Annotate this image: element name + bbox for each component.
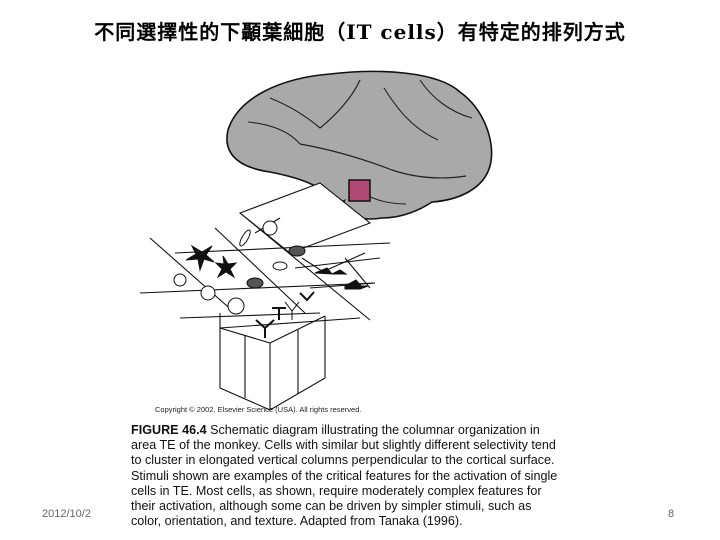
caption-line-3: to cluster in elongated vertical columns… xyxy=(131,453,555,468)
brain-column-figure xyxy=(139,70,493,411)
shape-stimulus-1 xyxy=(314,267,348,275)
caption-line-7: color, orientation, and texture. Adapted… xyxy=(131,514,463,529)
face-stimulus-2 xyxy=(200,285,216,301)
face-stimulus-3 xyxy=(227,297,245,315)
oval-stimulus-4 xyxy=(246,277,264,289)
t-stimulus xyxy=(272,307,286,320)
oval-stimulus-2 xyxy=(272,261,288,271)
caption-figure-label: FIGURE 46.4 xyxy=(131,423,207,437)
slide-title: 不同選擇性的下顳葉細胞（IT cells）有特定的排列方式 xyxy=(94,20,626,44)
slide-date: 2012/10/2 xyxy=(42,508,91,520)
shape-stimulus-2 xyxy=(344,279,369,290)
te-area-highlight xyxy=(348,179,371,202)
caption-line-2: area TE of the monkey. Cells with simila… xyxy=(131,438,556,453)
figure-caption: FIGURE 46.4 Schematic diagram illustrati… xyxy=(131,423,601,529)
circle-stimulus xyxy=(262,220,278,236)
stimuli-shapes xyxy=(173,220,369,338)
oval-stimulus-1 xyxy=(239,229,251,247)
star-stimulus-1 xyxy=(185,244,215,272)
slide-page-number: 8 xyxy=(668,508,675,520)
y-stimulus-2 xyxy=(299,291,315,302)
monkey-brain-illustration xyxy=(226,70,493,220)
cortex-block xyxy=(139,182,391,411)
caption-line-5: cells in TE. Most cells, as shown, requi… xyxy=(131,483,542,498)
caption-line-1: FIGURE 46.4 Schematic diagram illustrati… xyxy=(131,423,601,438)
brain-outline xyxy=(226,70,493,220)
oval-stimulus-3 xyxy=(288,245,306,257)
caption-line-6: their activation, although some can be d… xyxy=(131,499,532,514)
y-stimulus-1 xyxy=(284,301,300,320)
figure-copyright: Copyright © 2002, Elsevier Science (USA)… xyxy=(155,405,362,414)
y-stimulus-3 xyxy=(255,319,275,338)
star-stimulus-2 xyxy=(214,255,238,279)
caption-line-4: Stimuli shown are examples of the critic… xyxy=(131,468,558,483)
face-stimulus-1 xyxy=(173,273,187,287)
caption-line-1-text: Schematic diagram illustrating the colum… xyxy=(206,423,540,437)
